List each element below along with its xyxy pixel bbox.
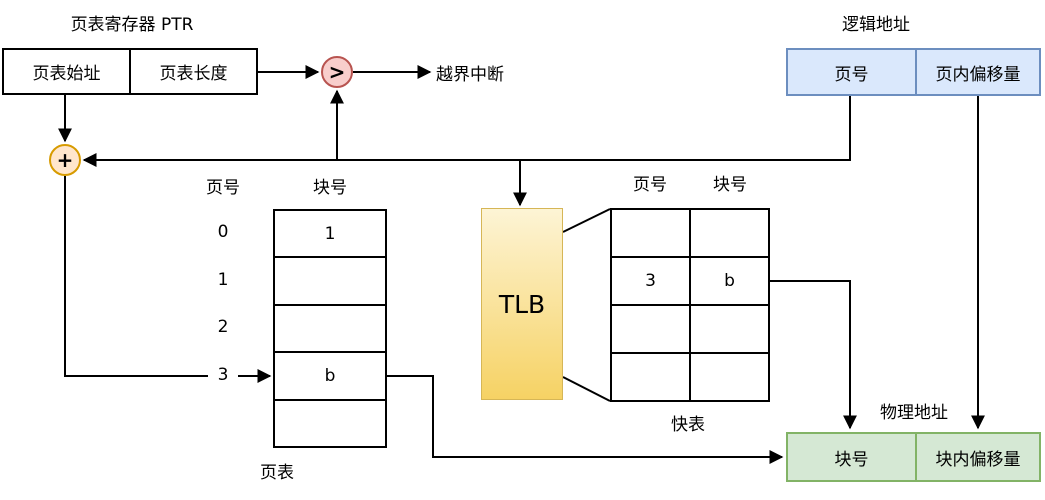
page-table-cell-0: 1 <box>275 211 385 259</box>
page-table-cell-1 <box>275 258 385 306</box>
logical-page-offset-cell: 页内偏移量 <box>935 64 1021 85</box>
page-table-row-label-1: 1 <box>217 270 229 290</box>
page-table: 1 b <box>273 209 387 448</box>
logical-page-number-cell: 页号 <box>788 50 917 94</box>
page-table-cell-2 <box>275 306 385 354</box>
fast-table-header-block: 块号 <box>713 174 747 195</box>
ptr-base-address-cell: 页表始址 <box>4 50 131 93</box>
page-table-row-label-3: 3 <box>208 365 238 385</box>
fast-table-cell-1-1: b <box>724 271 735 291</box>
page-table-row-label-0: 0 <box>217 222 229 242</box>
fast-table-cell-0-1 <box>691 210 768 256</box>
interrupt-label: 越界中断 <box>436 64 504 85</box>
adder-circle: + <box>49 144 81 176</box>
fast-table-row-2 <box>612 306 768 354</box>
fast-table-cell-2-0 <box>612 306 691 352</box>
fast-table-row-1: 3 b <box>612 258 768 306</box>
fast-table: 3 b <box>610 208 770 402</box>
fast-table-caption: 快表 <box>671 414 705 435</box>
physical-block-offset-cell: 块内偏移量 <box>935 449 1021 470</box>
tlb-block: TLB <box>481 208 563 400</box>
fast-table-row-0 <box>612 210 768 258</box>
logical-address-title: 逻辑地址 <box>842 14 910 35</box>
page-table-row-label-2: 2 <box>217 317 229 337</box>
fast-table-cell-3-1 <box>691 354 768 400</box>
ptr-title: 页表寄存器 PTR <box>70 14 194 35</box>
ptr-length-cell: 页表长度 <box>159 64 228 84</box>
page-table-cell-4 <box>275 401 385 446</box>
page-table-cell-3: b <box>275 353 385 401</box>
fast-table-header-page: 页号 <box>633 174 667 195</box>
fast-table-cell-1-0: 3 <box>612 258 691 304</box>
logical-address-box: 页号 页内偏移量 <box>786 48 1041 96</box>
fast-table-cell-3-0 <box>612 354 691 400</box>
fast-table-cell-0-0 <box>612 210 691 256</box>
fast-table-cell-2-1 <box>691 306 768 352</box>
physical-address-box: 块号 块内偏移量 <box>786 432 1041 482</box>
page-table-header-block: 块号 <box>313 177 347 198</box>
page-table-header-page: 页号 <box>206 177 240 198</box>
physical-address-title: 物理地址 <box>880 402 948 423</box>
physical-block-number-cell: 块号 <box>788 434 917 480</box>
fast-table-row-3 <box>612 354 768 400</box>
comparator-circle: > <box>321 56 353 88</box>
page-table-caption: 页表 <box>260 462 294 483</box>
ptr-register-box: 页表始址 页表长度 <box>2 48 258 95</box>
